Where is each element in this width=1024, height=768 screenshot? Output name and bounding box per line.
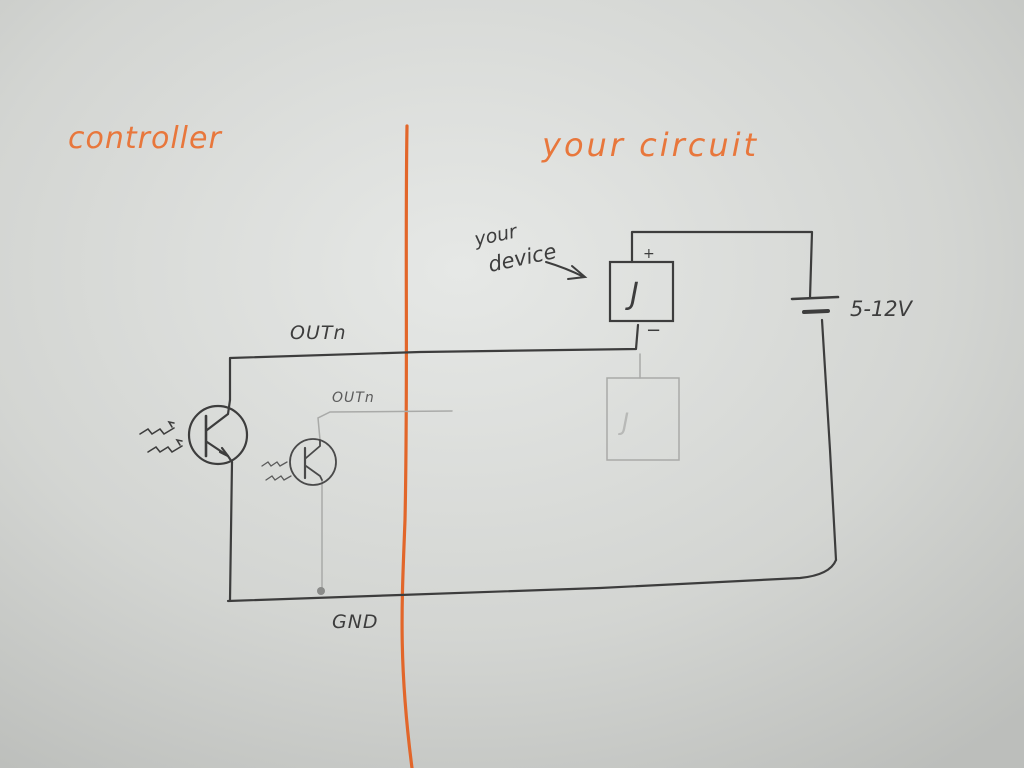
light-arrows-main: [139, 420, 183, 454]
light-ray-1: [139, 427, 175, 436]
battery-positive-wire: [630, 230, 814, 300]
phototransistor-small-circle: [289, 438, 337, 486]
emitter-wire: [228, 460, 234, 602]
device-plus: +: [643, 246, 655, 262]
phototransistor-circle: [187, 404, 249, 466]
device-arrowhead: [567, 265, 588, 280]
device-minus: −: [646, 320, 661, 341]
phototransistor-main: [187, 398, 249, 466]
phototransistor-secondary: [289, 438, 337, 486]
ground-rail: [226, 558, 838, 603]
faint-circuit: [317, 353, 680, 591]
outn-label: OUTn: [290, 322, 347, 344]
controller-heading: controller: [68, 121, 222, 156]
battery: [790, 295, 840, 314]
battery-long-plate: [790, 295, 840, 301]
battery-voltage-label: 5-12V: [850, 297, 914, 321]
main-circuit-wires: [226, 230, 838, 603]
light-ray-small-1: [261, 461, 288, 467]
device-box: [608, 260, 675, 323]
light-ray-2: [147, 445, 183, 454]
device-arrow: [545, 261, 585, 278]
faint-device-symbol: J: [618, 408, 629, 436]
your-circuit-heading: your circuit: [541, 126, 759, 164]
faint-outn-label: OUTn: [332, 390, 375, 406]
ground-junction-dot: [317, 587, 325, 595]
light-arrows-secondary: [261, 461, 292, 481]
phototransistor-emitter-arrow: [218, 446, 229, 457]
phototransistor-small-emitter: [305, 465, 323, 481]
phototransistor-small-collector: [305, 439, 321, 459]
gnd-label: GND: [332, 611, 379, 633]
divider-line: [400, 124, 414, 768]
light-ray-2-head: [175, 438, 183, 446]
outn-wire: [228, 323, 640, 402]
faint-device-box: [606, 377, 680, 461]
phototransistor-collector: [205, 398, 232, 432]
battery-negative-wire: [820, 318, 838, 562]
faint-outn-wire: [317, 410, 453, 441]
light-ray-small-2: [265, 475, 292, 481]
light-ray-1-head: [167, 420, 175, 428]
battery-short-plate: [802, 309, 830, 314]
